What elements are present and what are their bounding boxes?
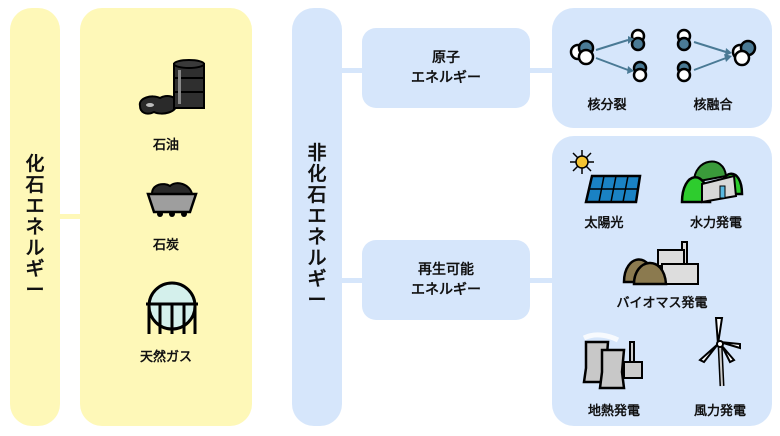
title-char: 非	[307, 142, 327, 164]
title-char: エ	[25, 195, 45, 217]
item-label-hydro: 水力発電	[689, 216, 742, 231]
biomass-plant-icon	[622, 241, 699, 286]
title-char: ー	[25, 279, 45, 301]
title-char: ギ	[25, 258, 45, 280]
non-fossil-energy-title: 非 化 石 エ ネ ル ギ ー	[292, 143, 342, 311]
renewable-items-connector	[530, 278, 554, 283]
nuclear-connector-line	[342, 68, 364, 73]
fossil-connector-line	[60, 214, 82, 219]
fossil-items-panel: 石油 石炭 天然ガス	[80, 8, 252, 426]
item-label-fusion: 核融合	[693, 98, 733, 113]
title-char: エ	[307, 205, 327, 227]
title-char: ネ	[25, 216, 45, 238]
nuclear-fusion-icon	[676, 28, 757, 83]
renewable-items-panel: 太陽光 水力発電 バイオマス発電 地熱発電 風力発電	[552, 136, 772, 426]
renewable-energy-box: 再生可能 エネルギー	[362, 240, 530, 320]
title-char: ル	[25, 237, 45, 259]
renewable-line2: エネルギー	[411, 282, 481, 298]
coal-cart-icon	[146, 182, 198, 217]
non-fossil-energy-category: 非 化 石 エ ネ ル ギ ー	[292, 8, 342, 426]
title-char: 石	[307, 184, 327, 206]
nuclear-line2: エネルギー	[411, 70, 481, 86]
item-label-oil: 石油	[152, 138, 179, 153]
item-label-biomass: バイオマス発電	[616, 296, 708, 311]
title-char: 化	[307, 163, 327, 185]
item-label-natural-gas: 天然ガス	[139, 350, 192, 365]
renewable-line1: 再生可能	[418, 262, 474, 278]
renewable-connector-line	[342, 278, 364, 283]
title-char: ギ	[307, 268, 327, 290]
nuclear-line1: 原子	[432, 50, 460, 66]
nuclear-energy-box: 原子 エネルギー	[362, 28, 530, 108]
title-char: 化	[25, 153, 45, 175]
gas-tank-icon	[146, 281, 198, 334]
title-char: ネ	[307, 226, 327, 248]
nuclear-items-connector	[530, 68, 554, 73]
title-char: 石	[25, 174, 45, 196]
wind-turbine-icon	[698, 317, 741, 387]
solar-panel-icon	[570, 150, 642, 204]
nuclear-items-panel: 核分裂 核融合	[552, 8, 772, 128]
item-label-solar: 太陽光	[584, 216, 624, 231]
item-label-coal: 石炭	[152, 238, 179, 253]
item-label-geothermal: 地熱発電	[587, 404, 640, 419]
item-label-fission: 核分裂	[587, 98, 627, 113]
nuclear-fission-icon	[569, 28, 648, 83]
item-label-wind: 風力発電	[693, 404, 746, 419]
fossil-energy-title: 化 石 エ ネ ル ギ ー	[10, 154, 60, 301]
title-char: ル	[307, 247, 327, 269]
hydro-dam-icon	[680, 160, 744, 204]
title-char: ー	[307, 289, 327, 311]
geothermal-plant-icon	[582, 332, 643, 390]
oil-drum-icon	[138, 59, 205, 115]
fossil-energy-category: 化 石 エ ネ ル ギ ー	[10, 8, 60, 426]
